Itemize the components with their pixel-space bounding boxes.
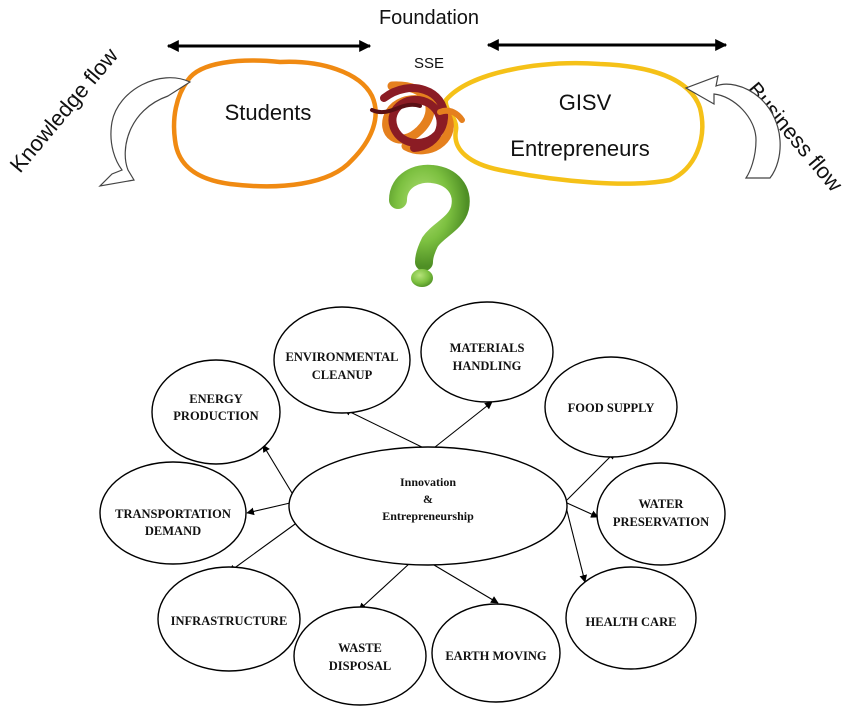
link-environmental — [343, 408, 431, 452]
node-energy-line2: PRODUCTION — [173, 409, 258, 423]
node-environmental-line1: ENVIRONMENTAL — [286, 350, 399, 364]
foundation-label: Foundation — [379, 7, 479, 29]
node-materials-handling: MATERIALS HANDLING — [420, 301, 554, 403]
node-materials-line2: HANDLING — [453, 359, 522, 373]
link-infrastructure — [228, 518, 303, 573]
link-materials — [429, 401, 493, 452]
link-waste — [358, 562, 411, 611]
node-waste-line2: DISPOSAL — [329, 659, 392, 673]
node-waste-disposal: WASTE DISPOSAL — [293, 606, 427, 706]
network-links — [228, 401, 616, 611]
question-mark-icon — [389, 164, 470, 287]
node-water-line1: WATER — [639, 497, 685, 511]
link-energy — [262, 444, 293, 494]
node-water-preservation: WATER PRESERVATION — [596, 462, 726, 566]
node-food-line1: FOOD SUPPLY — [568, 401, 655, 415]
entrepreneurs-outline — [443, 61, 705, 186]
node-energy-line1: ENERGY — [189, 392, 242, 406]
node-infrastructure: INFRASTRUCTURE — [157, 566, 301, 672]
sse-label: SSE — [414, 55, 444, 72]
center-line3: Entrepreneurship — [382, 509, 474, 523]
node-earth-line1: EARTH MOVING — [445, 649, 547, 663]
knowledge-flow-curved-arrow-icon — [98, 77, 192, 187]
node-transportation-line1: TRANSPORTATION — [115, 507, 231, 521]
link-health — [565, 506, 588, 583]
link-water — [566, 502, 599, 518]
node-materials-line1: MATERIALS — [450, 341, 525, 355]
gisv-label: GISV — [559, 90, 612, 115]
node-water-line2: PRESERVATION — [613, 515, 709, 529]
node-food-supply: FOOD SUPPLY — [544, 356, 678, 458]
knowledge-flow-label: Knowledge flow — [5, 43, 123, 177]
node-transportation-line2: DEMAND — [145, 524, 201, 538]
students-outline — [171, 58, 378, 189]
node-health-line1: HEALTH CARE — [586, 615, 677, 629]
center-line1: Innovation — [400, 475, 456, 489]
link-food — [566, 451, 616, 501]
node-energy-production: ENERGY PRODUCTION — [151, 359, 281, 465]
students-label: Students — [225, 100, 312, 125]
center-node: Innovation & Entrepreneurship — [288, 446, 568, 566]
node-environmental-cleanup: ENVIRONMENTAL CLEANUP — [273, 306, 411, 414]
entrepreneurs-label: Entrepreneurs — [510, 136, 649, 161]
node-transportation-demand: TRANSPORTATION DEMAND — [99, 461, 247, 565]
link-transportation — [246, 502, 291, 516]
center-line2: & — [423, 492, 433, 506]
node-health-care: HEALTH CARE — [565, 566, 697, 670]
node-infrastructure-line1: INFRASTRUCTURE — [171, 614, 288, 628]
node-waste-line1: WASTE — [338, 641, 382, 655]
business-flow-curved-arrow-icon — [684, 75, 781, 179]
node-environmental-line2: CLEANUP — [312, 368, 373, 382]
knot-icon — [370, 81, 465, 155]
link-earth — [433, 564, 499, 604]
node-earth-moving: EARTH MOVING — [431, 603, 561, 703]
